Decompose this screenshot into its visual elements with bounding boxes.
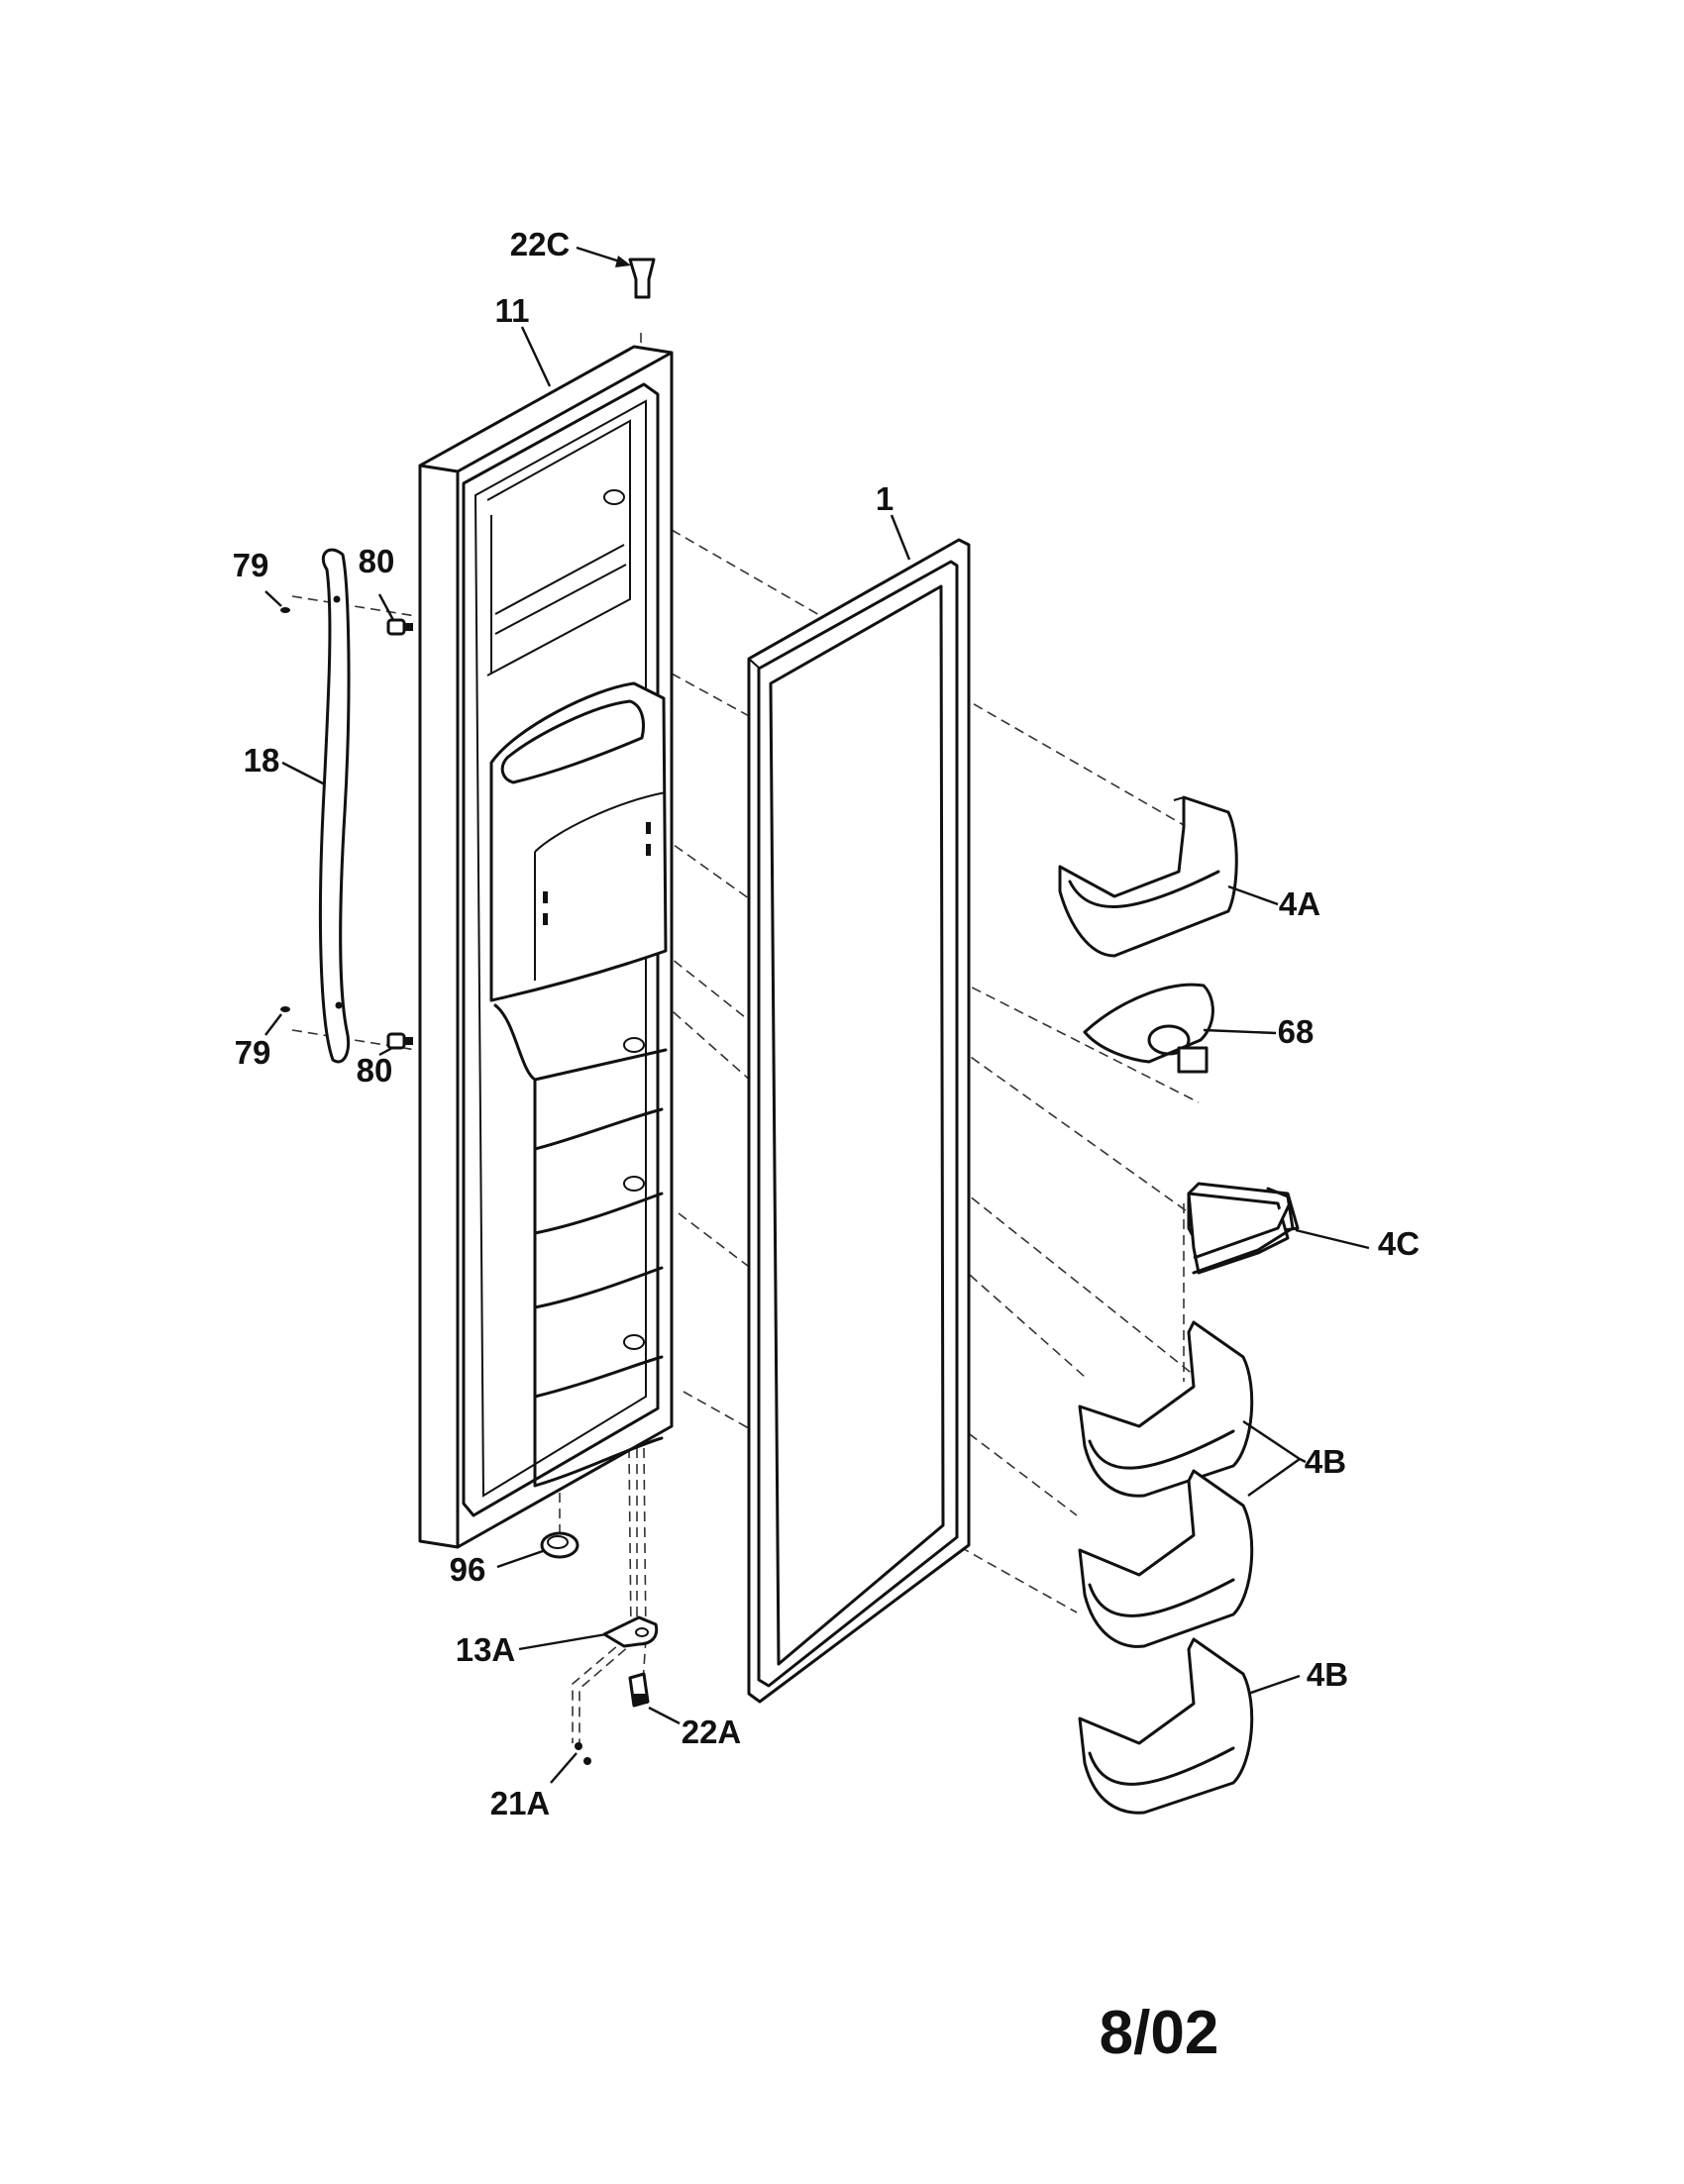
callout-13a: 13A — [456, 1631, 516, 1668]
plug-96 — [540, 1531, 579, 1559]
door-bin-4b-lower — [1078, 1637, 1254, 1815]
callout-4a: 4A — [1279, 885, 1320, 922]
ice-chute-68 — [1083, 983, 1214, 1074]
leader-lines — [264, 246, 1370, 1784]
callout-4c: 4C — [1378, 1225, 1420, 1262]
callout-79-bottom: 79 — [235, 1034, 271, 1071]
hinge-pin-22a — [628, 1672, 650, 1708]
callout-22a: 22A — [682, 1714, 742, 1750]
screw-79-top — [280, 607, 290, 613]
spacer-80-bottom — [386, 1032, 413, 1050]
callout-21a: 21A — [490, 1785, 551, 1821]
revision-date: 8/02 — [1100, 1999, 1219, 2067]
callout-4b-single: 4B — [1307, 1656, 1348, 1693]
callout-68: 68 — [1278, 1013, 1315, 1050]
callout-22c: 22C — [510, 226, 571, 262]
callout-96: 96 — [450, 1551, 486, 1588]
callout-80-top: 80 — [359, 543, 395, 579]
callout-80-bottom: 80 — [357, 1052, 393, 1089]
callout-labels: 22C 11 1 79 80 18 79 80 4A 68 4C 4B 4B 9… — [233, 226, 1420, 1821]
callout-79-top: 79 — [233, 547, 269, 583]
door-liner — [418, 345, 674, 1549]
hinge-pin-22c — [628, 258, 656, 299]
screw-79-bottom — [280, 1006, 290, 1012]
hinge-bracket-13a — [602, 1615, 659, 1648]
door-bin-4c — [1187, 1182, 1300, 1275]
callout-18: 18 — [244, 742, 280, 779]
door-bin-4b-middle — [1078, 1469, 1254, 1648]
screw-21a — [575, 1742, 591, 1765]
door-bin-4a — [1058, 795, 1238, 958]
door-bin-4b-upper — [1078, 1320, 1254, 1498]
callout-1: 1 — [876, 480, 894, 517]
spacer-80-top — [386, 618, 413, 636]
door-gasket — [747, 538, 971, 1704]
callout-4b-pair: 4B — [1305, 1443, 1346, 1480]
callout-11: 11 — [495, 292, 530, 329]
handle — [318, 548, 351, 1064]
